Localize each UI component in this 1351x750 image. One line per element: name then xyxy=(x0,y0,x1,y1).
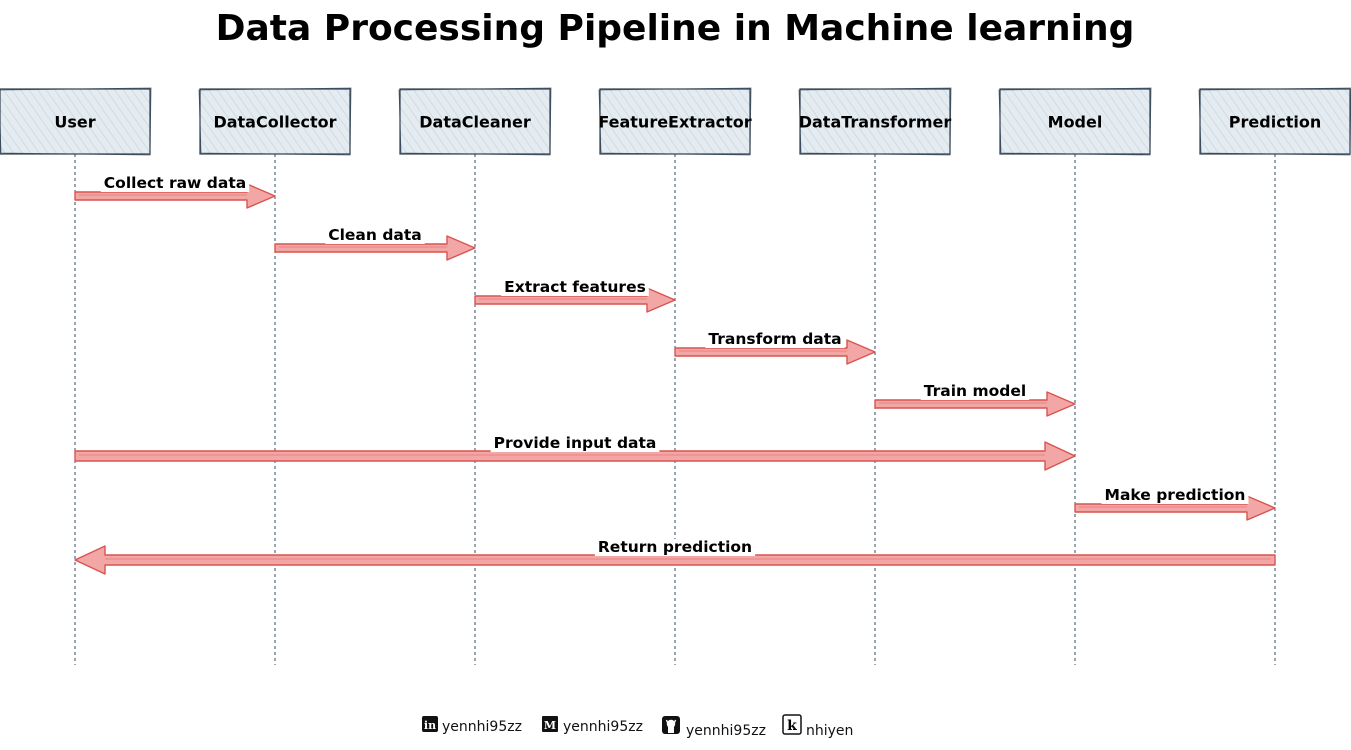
message-arrow: Provide input data xyxy=(74,434,1076,471)
message-label: Provide input data xyxy=(494,434,657,452)
svg-text:in: in xyxy=(424,719,436,732)
message-label-bg xyxy=(501,279,649,296)
participant-label-datacollector: DataCollector xyxy=(213,113,336,132)
footer: in yennhi95zz M yennhi95zz yennhi95zz xyxy=(422,714,853,739)
footer-github-handle: yennhi95zz xyxy=(686,723,766,739)
message-label: Extract features xyxy=(504,278,646,296)
message-arrow: Collect raw data xyxy=(74,174,276,209)
message-label-bg xyxy=(325,227,425,244)
footer-item-medium[interactable]: M yennhi95zz xyxy=(542,716,643,735)
diagram-title: Data Processing Pipeline in Machine lear… xyxy=(216,8,1135,49)
footer-item-github[interactable]: yennhi95zz xyxy=(662,716,766,739)
participant-datatransformer[interactable]: DataTransformer xyxy=(798,87,952,156)
message-label: Collect raw data xyxy=(104,174,246,192)
participant-model[interactable]: Model xyxy=(998,87,1152,156)
message-arrow: Train model xyxy=(874,382,1076,417)
participant-label-datacleaner: DataCleaner xyxy=(419,113,531,132)
message-arrow: Extract features xyxy=(474,278,676,313)
footer-item-kaggle[interactable]: k nhiyen xyxy=(782,714,853,739)
participant-datacollector[interactable]: DataCollector xyxy=(198,87,352,156)
message-label-bg xyxy=(594,539,756,556)
participant-label-prediction: Prediction xyxy=(1229,113,1321,132)
message-label-bg xyxy=(705,331,845,348)
message-label: Make prediction xyxy=(1105,486,1246,504)
github-icon xyxy=(662,716,680,734)
message-label: Clean data xyxy=(328,226,422,244)
participant-featureextractor[interactable]: FeatureExtractor xyxy=(598,87,752,156)
message-arrow: Make prediction xyxy=(1074,486,1276,521)
footer-kaggle-handle: nhiyen xyxy=(806,723,853,739)
svg-text:M: M xyxy=(544,719,556,732)
footer-linkedin-handle: yennhi95zz xyxy=(442,719,522,735)
lifelines xyxy=(74,154,1276,665)
participant-label-featureextractor: FeatureExtractor xyxy=(598,113,751,132)
linkedin-icon: in xyxy=(422,716,438,732)
footer-medium-handle: yennhi95zz xyxy=(563,719,643,735)
participant-prediction[interactable]: Prediction xyxy=(1198,87,1351,156)
participant-label-user: User xyxy=(54,113,95,132)
message-label-bg xyxy=(100,175,250,192)
message-label: Train model xyxy=(924,382,1026,400)
message-arrow: Return prediction xyxy=(74,538,1276,575)
message-arrow: Transform data xyxy=(674,330,876,365)
message-arrow: Clean data xyxy=(274,226,476,261)
message-label-bg xyxy=(490,435,660,452)
footer-item-linkedin[interactable]: in yennhi95zz xyxy=(422,716,522,735)
svg-text:k: k xyxy=(787,718,797,734)
participants: User DataCollector DataCleaner FeatureExtra… xyxy=(0,87,1351,156)
message-label: Transform data xyxy=(708,330,841,348)
message-label-bg xyxy=(920,383,1030,400)
medium-icon: M xyxy=(542,716,558,732)
message-label: Return prediction xyxy=(598,538,752,556)
message-label-bg xyxy=(1101,487,1249,504)
participant-user[interactable]: User xyxy=(0,87,152,156)
kaggle-icon: k xyxy=(782,714,802,735)
participant-label-model: Model xyxy=(1048,113,1103,132)
participant-label-datatransformer: DataTransformer xyxy=(799,113,952,132)
participant-datacleaner[interactable]: DataCleaner xyxy=(398,87,552,156)
